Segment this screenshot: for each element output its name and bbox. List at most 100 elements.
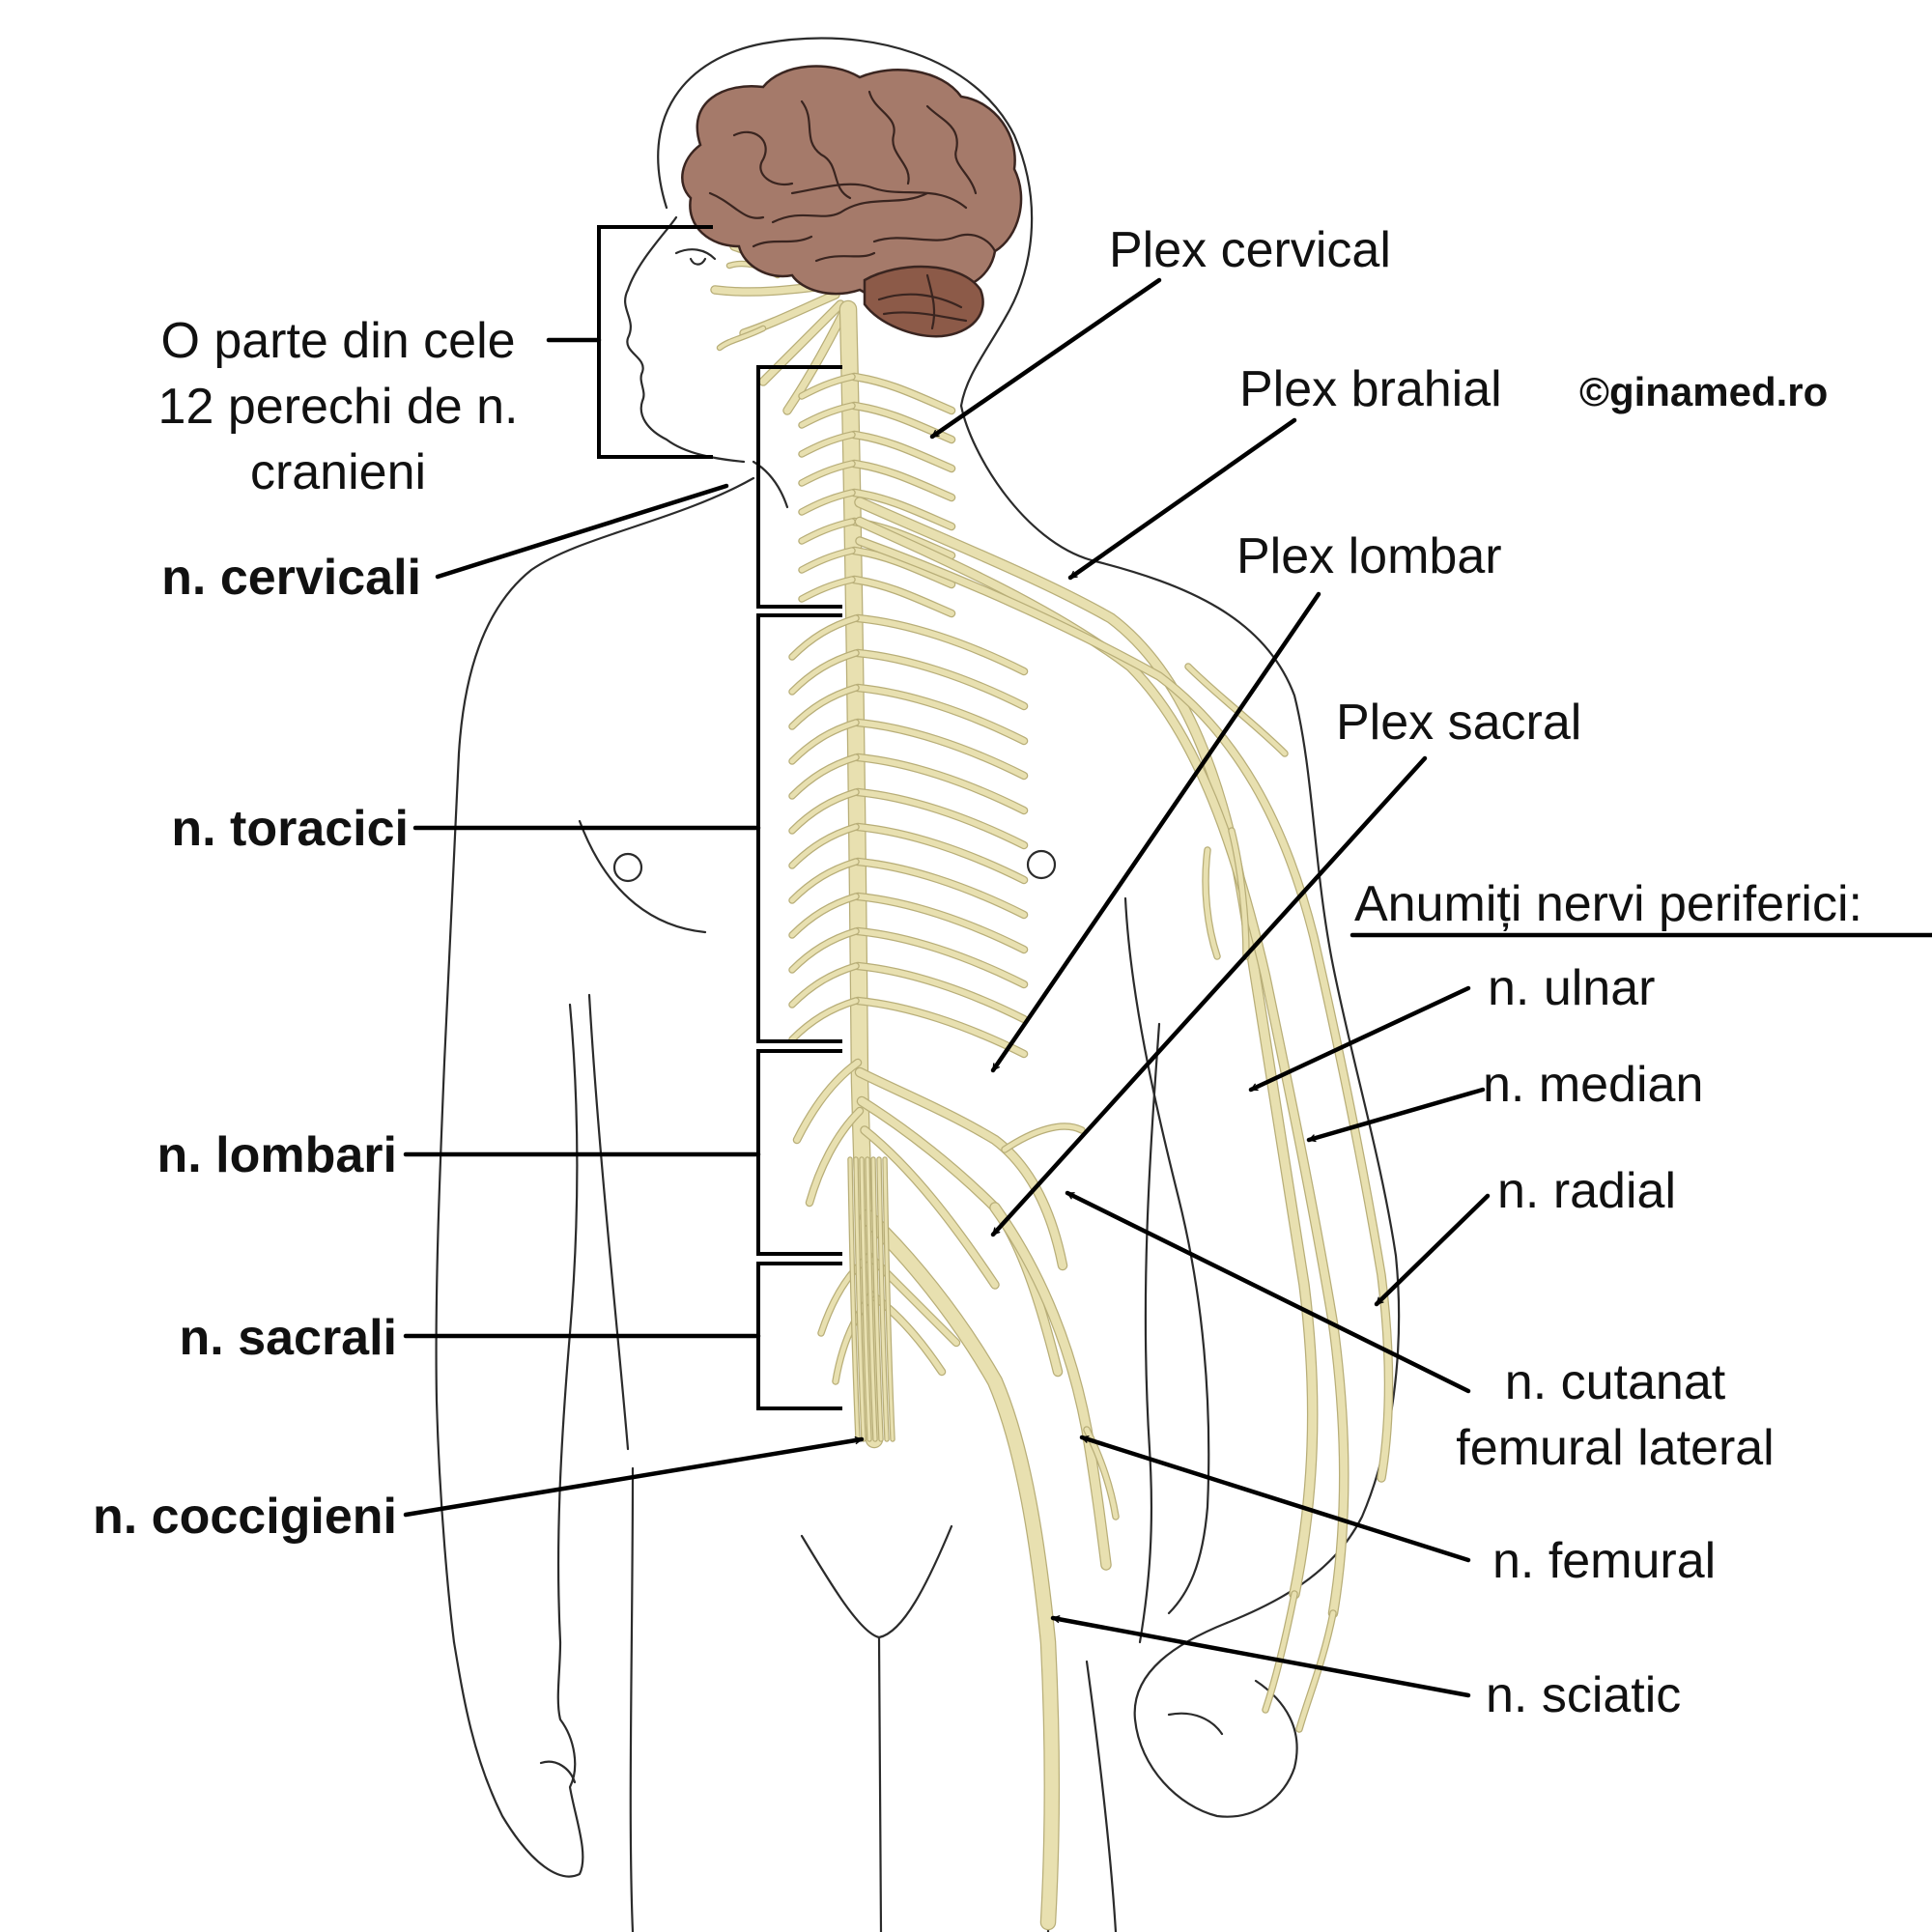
leader-coccygeal <box>403 1439 865 1518</box>
cauda-equina-fibre-1 <box>848 1157 860 1441</box>
thoracic-nerve-right-6 <box>855 789 1027 848</box>
leader-femural <box>1079 1435 1471 1563</box>
leader-plex-brahial <box>1067 417 1297 581</box>
thoracic-nerve-left-9 <box>789 894 859 938</box>
cauda-equina-fibre-5 <box>871 1157 883 1441</box>
cervical-root-left-5 <box>799 490 855 515</box>
label-sacral: n. sacrali <box>180 1310 397 1366</box>
lumbar-left-2 <box>807 1108 863 1206</box>
sciatic-nerve <box>861 1210 1059 1929</box>
cervical-root-5 <box>851 490 954 529</box>
thoracic-nerve-right-3 <box>855 685 1027 744</box>
thoracic-nerve-right-2 <box>855 650 1027 709</box>
label-cranial-line-3: cranieni <box>250 444 426 500</box>
cranial-nerve-5 <box>783 305 849 414</box>
cranial-nerve-4 <box>759 300 844 385</box>
thoracic-nerve-left-8 <box>789 859 859 903</box>
hand-branch-1 <box>1263 1591 1297 1713</box>
leader-ulnar <box>1248 985 1471 1093</box>
leader-plex-cervical <box>929 277 1162 440</box>
cauda-equina-fibre-6 <box>877 1157 889 1441</box>
arm-branch-1 <box>1203 847 1220 959</box>
thoracic-nerve-left-12 <box>789 998 859 1042</box>
lumbar-cutanat-branch <box>1002 1123 1085 1152</box>
label-cutanat-line-2: femural lateral <box>1456 1420 1774 1476</box>
thoracic-nerve-left-6 <box>789 789 859 834</box>
thoracic-nerve-right-8 <box>855 859 1027 918</box>
label-plex-sacral: Plex sacral <box>1336 695 1581 751</box>
label-median: n. median <box>1483 1057 1703 1113</box>
thoracic-nerve-right-1 <box>855 615 1027 674</box>
cerebellum <box>863 265 984 338</box>
brain <box>681 65 1023 338</box>
label-cutanat-line-1: n. cutanat <box>1505 1354 1726 1410</box>
leader-median <box>1306 1087 1486 1143</box>
leader-plex-sacral <box>990 755 1428 1237</box>
cervical-root-4 <box>851 461 954 500</box>
label-peripheral-heading: Anumiți nervi periferici: <box>1354 876 1862 932</box>
cervical-root-left-3 <box>799 432 855 457</box>
thoracic-nerve-right-7 <box>855 824 1027 883</box>
thoracic-nerve-left-7 <box>789 824 859 868</box>
nerves-group <box>710 242 1394 1931</box>
bracket-cervical <box>756 365 842 609</box>
leader-plex-lombar <box>990 591 1321 1073</box>
thoracic-nerve-left-5 <box>789 754 859 799</box>
thoracic-nerve-right-1-edge <box>853 613 1029 676</box>
leader-cervical <box>435 483 729 580</box>
cranial-nerve-7 <box>718 327 765 350</box>
cervical-root-7 <box>851 548 954 587</box>
bracket-sacral <box>756 1262 842 1410</box>
label-sciatic: n. sciatic <box>1486 1667 1681 1723</box>
thoracic-nerve-right-5 <box>855 754 1027 813</box>
thoracic-nerve-left-10 <box>789 928 859 973</box>
thoracic-nerve-left-4 <box>789 720 859 764</box>
leader-lines <box>403 277 1932 1698</box>
femoral-nerve <box>990 1203 1111 1570</box>
lumbar-plexus-1 <box>856 1068 1066 1269</box>
thoracic-nerve-left-3 <box>789 685 859 729</box>
femoral-nerve-edge <box>989 1202 1112 1571</box>
radial-nerve <box>856 537 1392 1482</box>
cervical-root-left-6 <box>799 519 855 544</box>
thoracic-nerve-right-10 <box>855 928 1027 987</box>
cervical-root-3 <box>851 432 954 471</box>
labels: O parte din cele 12 perechi de n. cranie… <box>93 222 1862 1723</box>
label-cranial-line-1: O parte din cele <box>160 313 515 369</box>
label-thoracic: n. toracici <box>171 801 409 857</box>
cervical-root-8 <box>851 577 954 616</box>
thoracic-nerve-right-4 <box>855 720 1027 779</box>
musculocutaneous-branch <box>1185 664 1288 756</box>
thoracic-nerve-left-2 <box>789 650 859 695</box>
label-plex-cervical: Plex cervical <box>1109 222 1391 278</box>
thoracic-nerve-right-12 <box>855 998 1027 1057</box>
cauda-equina-fibre-7 <box>883 1157 895 1441</box>
cervical-root-left-7 <box>799 548 855 573</box>
cervical-root-1 <box>851 374 954 413</box>
hand-branch-2 <box>1296 1610 1336 1732</box>
cervical-root-left-4 <box>799 461 855 486</box>
thoracic-nerve-right-9 <box>855 894 1027 952</box>
arm-branch-2 <box>1229 828 1249 959</box>
leader-cutanat <box>1065 1190 1471 1394</box>
cauda-equina-fibre-3 <box>860 1157 871 1441</box>
cauda-equina-fibre-2 <box>854 1157 866 1441</box>
leader-sciatic <box>1050 1618 1471 1698</box>
cervical-root-left-8 <box>799 577 855 602</box>
thoracic-nerve-left-1 <box>789 615 859 660</box>
bracket-cranial <box>597 225 713 459</box>
cervical-root-2 <box>851 403 954 442</box>
label-femural: n. femural <box>1492 1533 1716 1589</box>
label-cervical: n. cervicali <box>161 550 421 606</box>
cervical-root-left-1 <box>799 374 855 399</box>
leader-radial <box>1374 1193 1491 1307</box>
cervical-root-left-2 <box>799 403 855 428</box>
label-ulnar: n. ulnar <box>1488 960 1655 1016</box>
label-cranial-line-2: 12 perechi de n. <box>158 379 519 435</box>
thoracic-nerve-left-11 <box>789 963 859 1008</box>
label-plex-lombar: Plex lombar <box>1236 528 1502 584</box>
label-coccygeal: n. coccigieni <box>93 1489 397 1545</box>
label-plex-brahial: Plex brahial <box>1239 361 1502 417</box>
lumbar-plexus-3 <box>861 1126 999 1289</box>
